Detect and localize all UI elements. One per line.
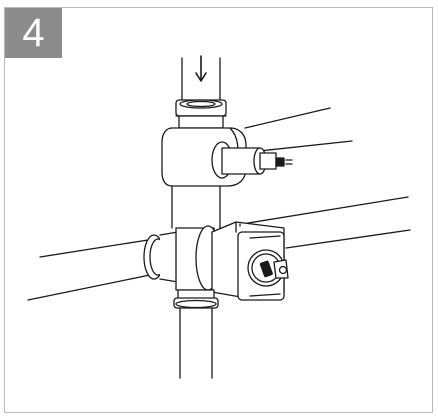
control-knob-icon (247, 249, 289, 287)
outlet-pipe (179, 307, 213, 379)
left-union-nut (143, 231, 179, 283)
instruction-panel: 4 (4, 7, 433, 413)
valve-body-upper (161, 127, 247, 229)
side-pipe-left (27, 239, 151, 301)
inlet-pipe (181, 57, 221, 101)
bottom-union-nut (173, 289, 219, 309)
flow-direction-arrow-icon (195, 55, 207, 82)
cartridge (211, 141, 293, 179)
upper-back-pipe (244, 107, 353, 153)
lower-back-pipe (235, 196, 411, 249)
step-number-badge: 4 (5, 8, 62, 58)
top-union-nut (175, 99, 227, 129)
